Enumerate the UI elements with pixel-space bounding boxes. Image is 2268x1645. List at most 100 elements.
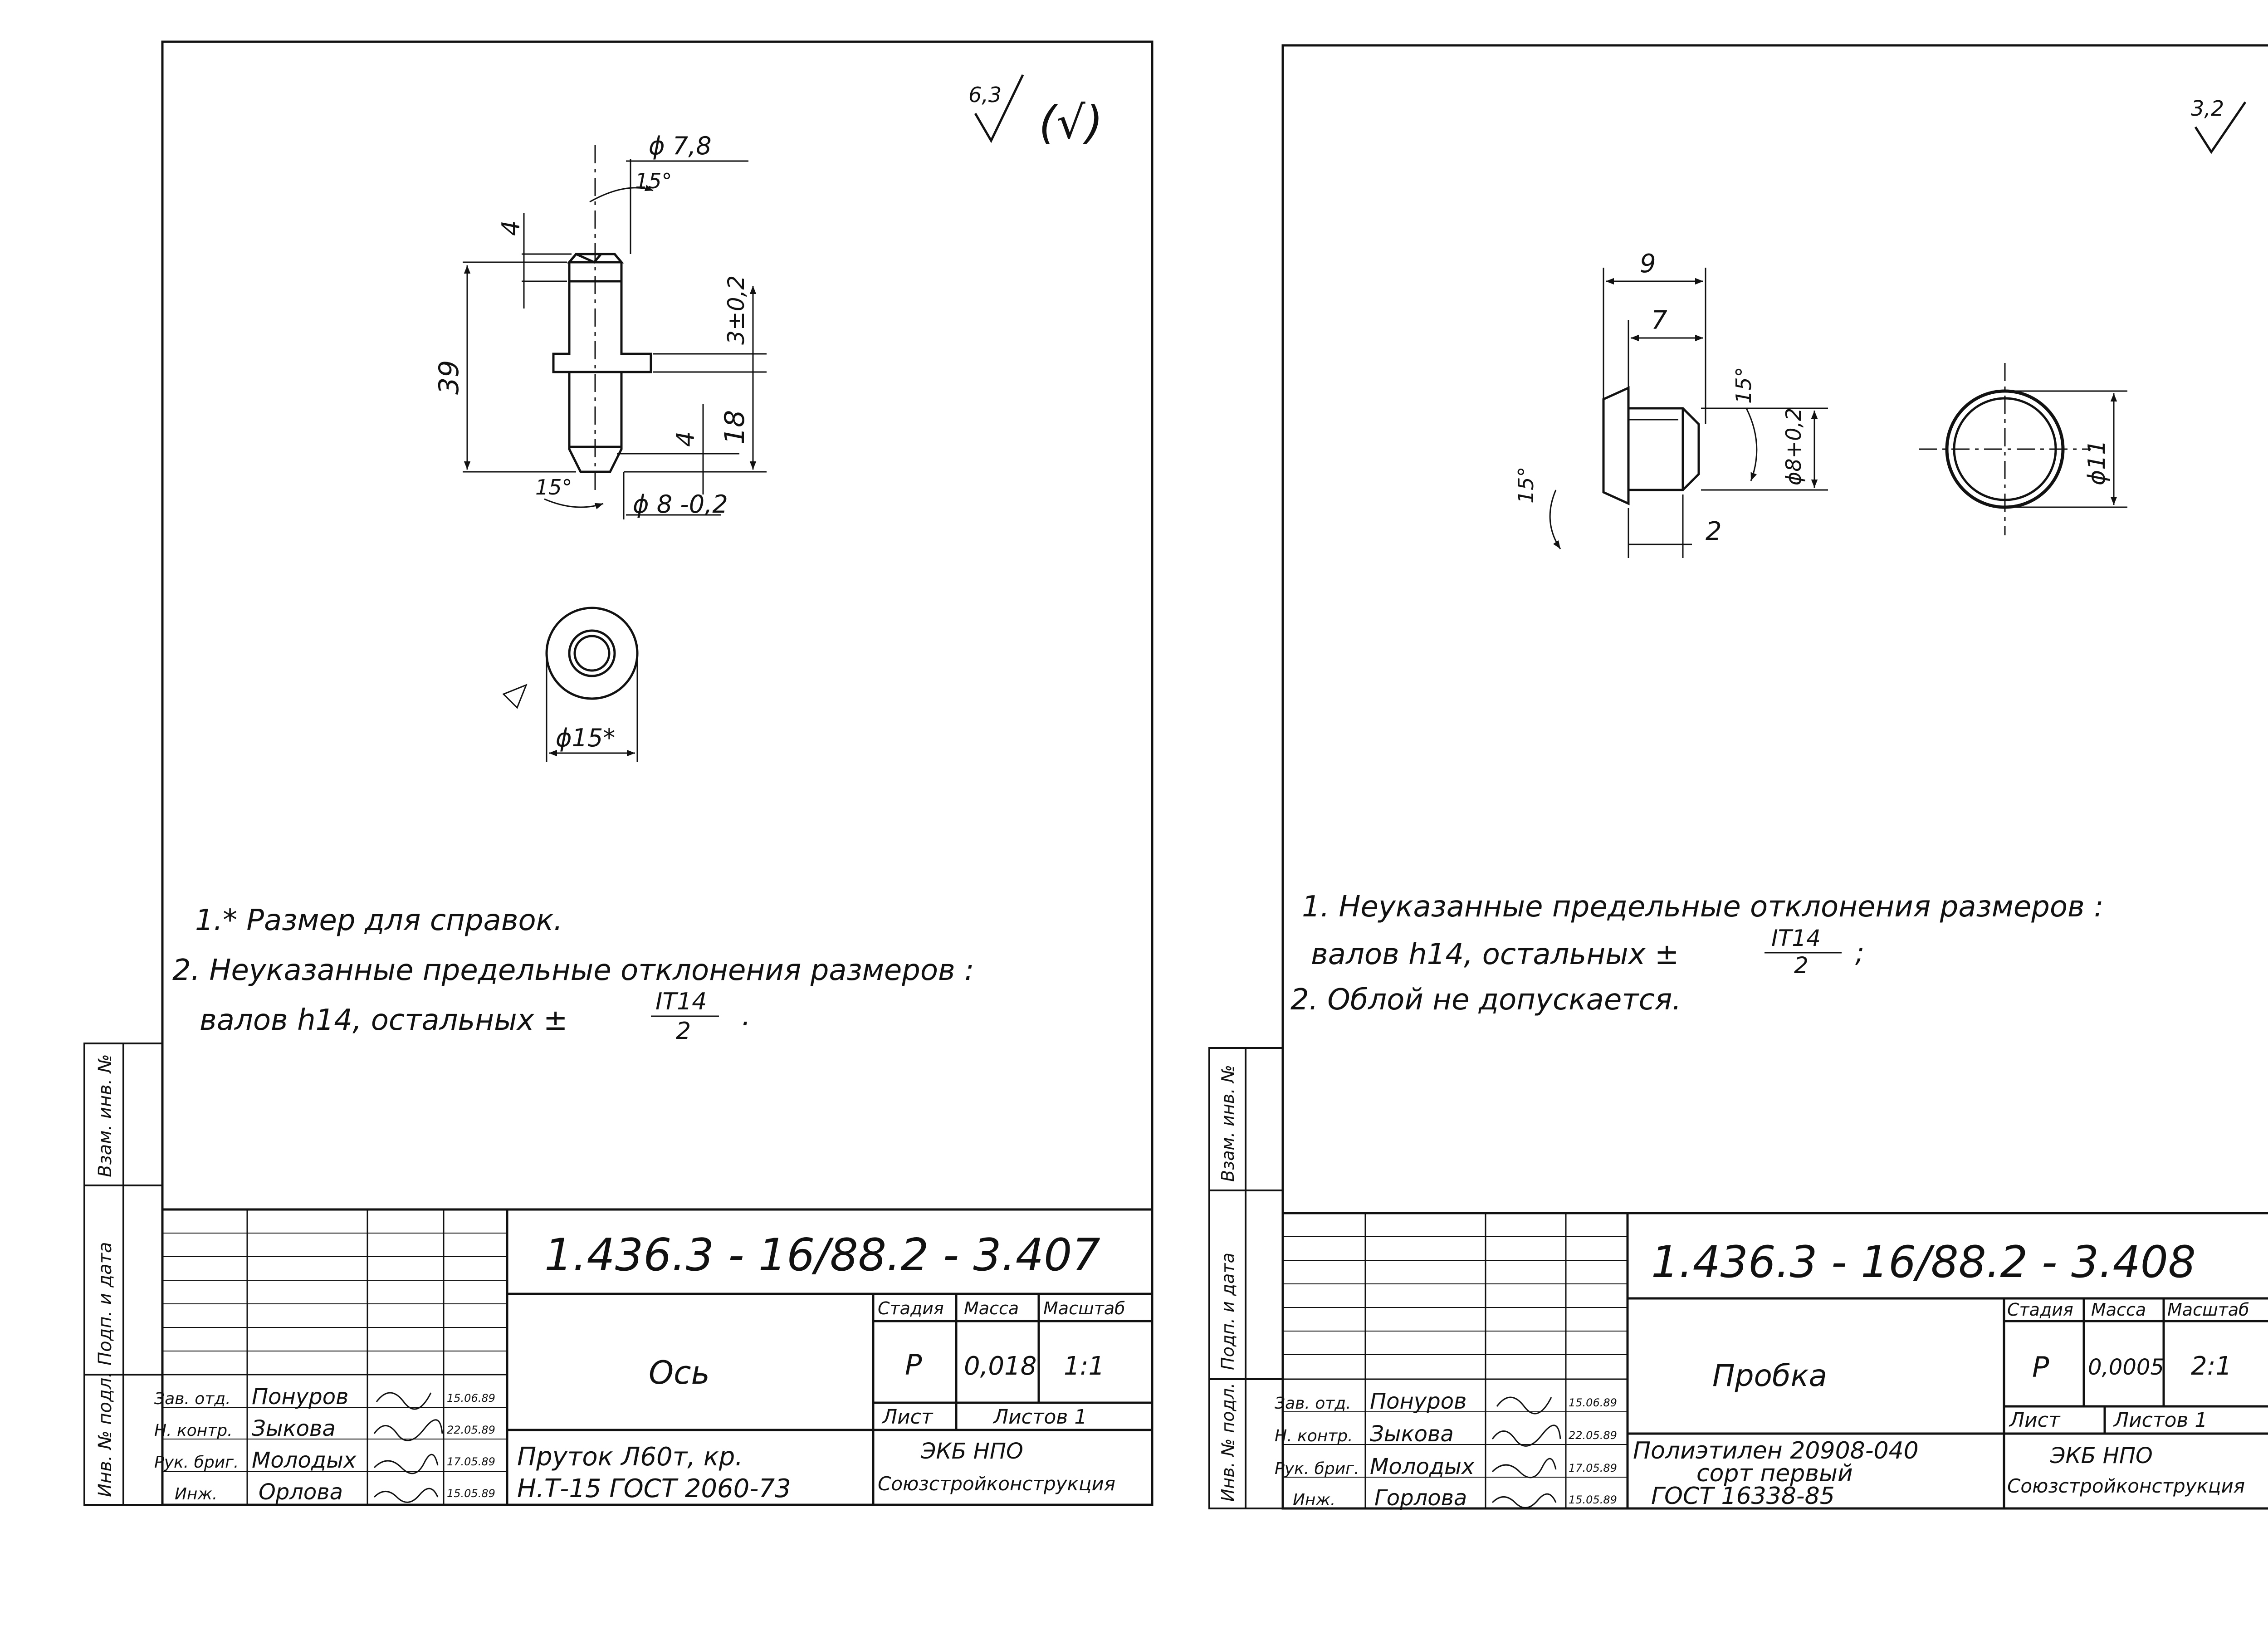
sheet-2-stage: Р — [2032, 1351, 2049, 1384]
sheet-2-dim-angle-right: 15° — [1731, 367, 1756, 404]
sheet-1-shaft-view — [552, 145, 652, 494]
sheet-1-note-1: 1.* Размер для справок. — [195, 904, 563, 937]
sheet-1-end-view — [502, 607, 639, 762]
sheet-2-dim-d-inner: ϕ8+0,2 — [1781, 408, 1806, 485]
sheet-2-org-1: ЭКБ НПО — [2050, 1443, 2153, 1469]
sheet-2-name-1: Понуров — [1370, 1389, 1466, 1414]
sheet-1-dimensions — [463, 159, 767, 519]
sheet-2-dim-body: 7 — [1651, 306, 1667, 335]
sheet-1-sheets-count: Листов 1 — [992, 1405, 1087, 1429]
sheet-1-tol-num: IT14 — [655, 988, 707, 1015]
sheet-1-dim-chamfer-top: 4 — [497, 220, 525, 236]
sheet-2-name-4: Горлова — [1374, 1485, 1467, 1511]
sheet-1-side-label-2: Подп. и дата — [95, 1242, 116, 1366]
sheet-2-title-block — [1281, 1212, 2268, 1510]
sheet-2-hdr-scale: Масштаб — [2167, 1300, 2249, 1320]
sheet-1-date-2: 22.05.89 — [447, 1424, 495, 1436]
sheet-1-part-name: Ось — [649, 1354, 710, 1391]
sheet-1-material-1: Пруток Л60т, кр. — [517, 1442, 743, 1472]
sheet-1-date-4: 15.05.89 — [447, 1487, 495, 1500]
sheet-2-roughness-symbol: 3,2 — [2191, 96, 2247, 154]
sheet-2-dim-d-outer: ϕ11 — [2083, 440, 2111, 485]
sheet-1-role-1: Зав. отд. — [154, 1390, 231, 1408]
sheet-2-side-label-1: Инв. № подл. — [1218, 1383, 1238, 1502]
sheet-1-hdr-scale: Масштаб — [1043, 1298, 1125, 1318]
sheet-1-name-3: Молодых — [252, 1448, 357, 1473]
sheet-2-dimensions — [1549, 268, 1828, 558]
sheet-1-scale: 1:1 — [1064, 1351, 1105, 1381]
sheet-2-tol-num: IT14 — [1771, 925, 1821, 951]
sheet-1-dim-chamfer-bot: 4 — [671, 431, 700, 447]
sheet-2-hdr-mass: Масса — [2091, 1300, 2146, 1320]
sheet-2-dim-wall: 2 — [1706, 517, 1722, 546]
sheet-1-side-label-3: Взам. инв. № — [95, 1054, 116, 1177]
sheet-1-org-1: ЭКБ НПО — [920, 1439, 1023, 1464]
sheet-2-date-3: 17.05.89 — [1569, 1462, 1617, 1474]
sheet-2-note-2: валов h14, остальных ± — [1311, 938, 1679, 971]
sheet-2-role-2: Н. контр. — [1275, 1427, 1353, 1445]
sheet-1-role-2: Н. контр. — [154, 1421, 233, 1440]
sheet-2-roughness-value: 3,2 — [2191, 96, 2224, 121]
sheet-2-note-1: 1. Неуказанные предельные отклонения раз… — [1302, 890, 2104, 924]
sheet-2-sheet-label: Лист — [2009, 1409, 2061, 1432]
sheet-1-name-2: Зыкова — [252, 1416, 336, 1441]
sheet-2-hdr-stage: Стадия — [2007, 1300, 2073, 1320]
sheet-2-frame — [1281, 44, 2268, 1510]
sheet-1-hdr-stage: Стадия — [878, 1298, 944, 1318]
sheet-2-role-4: Инж. — [1293, 1491, 1335, 1509]
sheet-2-dim-total: 9 — [1640, 249, 1656, 279]
sheet-1-dim-collar: 3±0,2 — [723, 275, 749, 345]
sheet-1-designation: 1.436.3 - 16/88.2 - 3.407 — [544, 1229, 1100, 1281]
sheet-2: Инв. № подл. Подп. и дата Взам. инв. № 3… — [1208, 44, 2268, 1511]
sheet-2-scale: 2:1 — [2191, 1351, 2232, 1381]
sheet-1-date-1: 15.06.89 — [447, 1392, 495, 1405]
sheet-2-side-label-3: Взам. инв. № — [1218, 1065, 1238, 1182]
sheet-2-designation: 1.436.3 - 16/88.2 - 3.408 — [1651, 1237, 2196, 1288]
sheet-1-dim-total: 39 — [433, 360, 465, 395]
sheet-2-mass: 0,0005 — [2088, 1355, 2164, 1380]
sheet-1-mass: 0,018 — [964, 1351, 1036, 1381]
sheet-1-material-2: Н.Т-15 ГОСТ 2060-73 — [517, 1474, 791, 1503]
sheet-1-roughness-symbol: 6,3 (√) — [968, 74, 1103, 149]
sheet-2-name-2: Зыкова — [1370, 1421, 1454, 1447]
sheet-2-role-3: Рук. бриг. — [1275, 1459, 1359, 1478]
sheet-2-sheets-count: Листов 1 — [2113, 1409, 2207, 1432]
sheet-2-date-1: 15.06.89 — [1569, 1396, 1617, 1409]
sheet-2-note-3: 2. Облой не допускается. — [1290, 983, 1681, 1017]
sheet-1-note-3: валов h14, остальных ± — [200, 1004, 567, 1037]
sheet-1-signatures — [373, 1392, 443, 1503]
sheet-2-side-label-2: Подп. и дата — [1218, 1253, 1238, 1370]
sheet-1-title-block — [161, 1208, 1154, 1506]
sheet-1-name-4: Орлова — [259, 1479, 343, 1505]
sheet-1-dim-bottom: 18 — [719, 410, 751, 445]
sheet-1-role-3: Рук. бриг. — [154, 1453, 239, 1472]
sheet-1-org-2: Союзстройконструкция — [878, 1473, 1115, 1495]
sheet-2-date-2: 22.05.89 — [1569, 1429, 1617, 1442]
sheet-1-date-3: 17.05.89 — [447, 1455, 495, 1468]
sheet-1-dim-d-top: ϕ 7,8 — [649, 132, 712, 160]
sheet-2-signatures — [1491, 1396, 1561, 1508]
sheet-1-dim-angle-top: 15° — [635, 169, 672, 193]
sheet-1-dim-d-shaft: ϕ 8 -0,2 — [633, 490, 728, 519]
sheet-2-material-2: сорт первый — [1696, 1460, 1853, 1487]
sheet-2-tol-den: 2 — [1794, 952, 1809, 979]
sheet-1-dim-angle-bot: 15° — [535, 475, 572, 499]
sheet-2-plug-view — [1602, 386, 1700, 505]
sheet-2-role-1: Зав. отд. — [1275, 1394, 1351, 1413]
sheet-2-name-3: Молодых — [1370, 1454, 1475, 1479]
sheet-2-end-view — [1919, 363, 2127, 535]
sheet-1-frame — [161, 40, 1154, 1506]
sheet-2-part-name: Пробка — [1712, 1358, 1827, 1393]
sheet-1-roughness-extra: (√) — [1039, 96, 1103, 149]
sheet-1-roughness-value: 6,3 — [968, 83, 1002, 107]
sheet-1: Инв. № подл. Подп. и дата Взам. инв. № 6… — [83, 40, 1154, 1506]
sheet-1-role-4: Инж. — [175, 1485, 217, 1503]
sheet-1-tol-end: . — [742, 999, 751, 1033]
sheet-2-material-1: Полиэтилен 20908-040 — [1633, 1437, 1919, 1464]
sheet-1-stage: Р — [905, 1348, 922, 1381]
sheet-2-date-4: 15.05.89 — [1569, 1493, 1617, 1506]
sheet-1-tol-den: 2 — [676, 1018, 691, 1045]
sheet-2-org-2: Союзстройконструкция — [2007, 1475, 2245, 1497]
sheet-1-sheet-label: Лист — [881, 1405, 934, 1429]
sheet-1-name-1: Понуров — [252, 1384, 348, 1410]
